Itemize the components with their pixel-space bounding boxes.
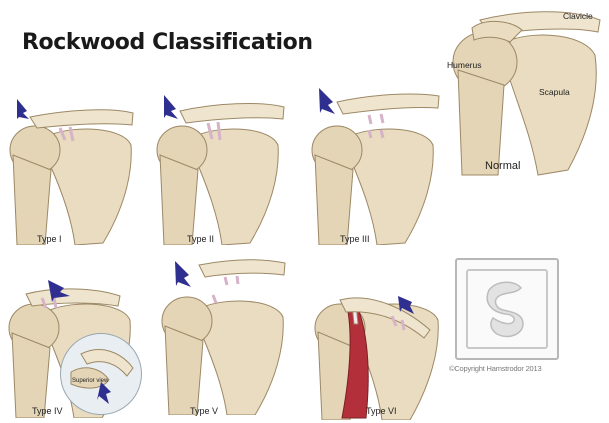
- injury-arrow: [164, 95, 178, 119]
- type-5-illustration: [155, 255, 295, 415]
- acromion-superior: [70, 367, 110, 389]
- type-1-illustration: [5, 95, 140, 245]
- injury-arrow: [175, 261, 191, 287]
- acromion: [471, 21, 523, 43]
- type-2-label: Type II: [187, 234, 215, 244]
- scapula-bone: [197, 128, 279, 245]
- scapula-label: Scapula: [539, 87, 570, 97]
- ligament: [390, 315, 406, 331]
- normal-shoulder-illustration: [440, 0, 605, 180]
- clavicle-bone: [179, 103, 285, 124]
- ligament: [58, 126, 75, 142]
- clavicle-label: Clavicle: [563, 11, 593, 21]
- type-4-label: Type IV: [32, 406, 63, 416]
- type-6-label: Type VI: [366, 406, 397, 416]
- scapula-bone: [202, 300, 284, 415]
- torn-ligament: [211, 275, 240, 304]
- humerus-shaft: [11, 332, 51, 418]
- type-1-label: Type I: [37, 234, 62, 244]
- logo-symbol: [486, 281, 524, 338]
- page-title: Rockwood Classification: [22, 30, 313, 55]
- torn-ligament: [367, 113, 385, 139]
- humerus-shaft: [314, 154, 354, 245]
- superior-view-inset: [60, 333, 142, 415]
- watermark-logo: [455, 258, 559, 360]
- scapula-bone: [49, 128, 132, 245]
- clavicle-bone: [25, 288, 121, 307]
- clavicle-bone: [336, 93, 440, 115]
- humerus-label: Humerus: [447, 60, 482, 70]
- type-2-illustration: [150, 93, 290, 245]
- humerus-shaft: [159, 154, 199, 245]
- clavicle-superior: [80, 349, 134, 377]
- injury-arrow: [48, 280, 70, 302]
- type-6-illustration: [310, 280, 450, 420]
- clavicle-bone: [339, 297, 431, 339]
- humerus-shaft: [164, 325, 204, 415]
- humerus-shaft: [12, 154, 52, 245]
- normal-caption: Normal: [485, 160, 521, 172]
- scapula-bone: [352, 128, 434, 245]
- clavicle-bone: [29, 109, 134, 129]
- clavicle-bone: [198, 259, 286, 278]
- type-3-label: Type III: [340, 234, 370, 244]
- injury-arrow: [398, 296, 414, 314]
- ligament: [206, 121, 222, 141]
- humerus-shaft: [457, 69, 505, 176]
- superior-view-caption: Superior view: [72, 378, 109, 384]
- ligament: [40, 297, 58, 309]
- copyright-text: ©Copyright Hamstrodor 2013: [449, 364, 542, 373]
- posterior-arrow: [97, 382, 111, 404]
- injury-arrow: [319, 88, 335, 114]
- type-5-label: Type V: [190, 406, 219, 416]
- biceps-muscle: [341, 299, 369, 419]
- scapula-bone: [509, 34, 597, 176]
- type-3-illustration: [305, 88, 445, 245]
- injury-arrow: [17, 99, 29, 119]
